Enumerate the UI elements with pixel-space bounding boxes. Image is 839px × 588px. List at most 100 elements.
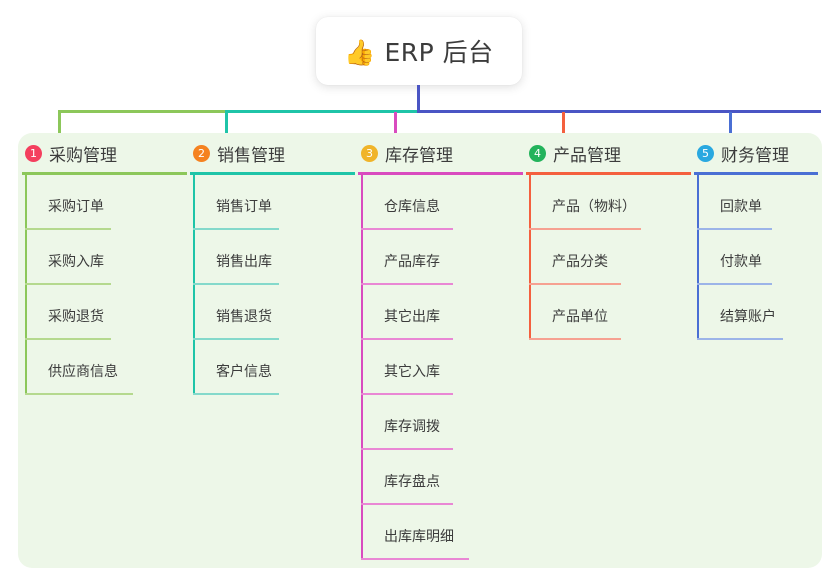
branch-item[interactable]: 回款单 <box>694 175 818 230</box>
branch-item-list: 产品（物料） 产品分类产品单位 <box>526 175 691 340</box>
branch-item[interactable]: 其它入库 <box>358 340 523 395</box>
branch-item-rule <box>529 338 621 340</box>
branch-header-4[interactable]: 4 产品管理 <box>526 140 691 166</box>
branch-header-rule <box>358 172 523 175</box>
branch-title: 销售管理 <box>217 145 285 166</box>
branch-item[interactable]: 产品库存 <box>358 230 523 285</box>
branch-item-label: 产品分类 <box>552 254 608 270</box>
branch-item-label: 销售退货 <box>216 309 272 325</box>
branch-item-label: 回款单 <box>720 199 762 215</box>
branch-item-label: 产品（物料） <box>552 199 636 215</box>
branch-number-badge: 5 <box>697 144 714 162</box>
branch-item-rule <box>25 283 111 285</box>
branch-number-badge: 2 <box>193 144 210 162</box>
root-title: ERP 后台 <box>384 38 494 67</box>
root-connector-stem <box>417 85 420 112</box>
branch-item-label: 销售订单 <box>216 199 272 215</box>
root-node[interactable]: 👍 ERP 后台 <box>316 17 522 85</box>
branch-item-label: 其它入库 <box>384 364 440 380</box>
branch-item-label: 采购入库 <box>48 254 104 270</box>
branch-item[interactable]: 库存调拨 <box>358 395 523 450</box>
branch-item[interactable]: 供应商信息 <box>22 340 187 395</box>
branch-header-5[interactable]: 5 财务管理 <box>694 140 818 166</box>
branch-column-4: 4 产品管理产品（物料） 产品分类产品单位 <box>526 140 691 340</box>
branch-item[interactable]: 仓库信息 <box>358 175 523 230</box>
branch-item[interactable]: 库存盘点 <box>358 450 523 505</box>
branch-item-rule <box>193 393 279 395</box>
branch-item-rule <box>697 283 772 285</box>
branch-item-label: 其它出库 <box>384 309 440 325</box>
branch-item-label: 采购订单 <box>48 199 104 215</box>
branch-item-label: 出库库明细 <box>384 529 454 545</box>
branch-title: 库存管理 <box>385 145 453 166</box>
connector-drop-5 <box>729 112 732 140</box>
branch-item[interactable]: 其它出库 <box>358 285 523 340</box>
branch-spine <box>193 175 195 395</box>
branch-header-rule <box>526 172 691 175</box>
branch-spine <box>529 175 531 340</box>
connector-drop-3 <box>394 112 397 140</box>
branch-header-2[interactable]: 2 销售管理 <box>190 140 355 166</box>
branch-header-3[interactable]: 3 库存管理 <box>358 140 523 166</box>
branch-item[interactable]: 销售退货 <box>190 285 355 340</box>
branch-item-rule <box>361 558 469 560</box>
bus-teal <box>225 110 420 113</box>
connector-drop-4 <box>562 112 565 140</box>
branch-item-label: 库存盘点 <box>384 474 440 490</box>
branch-item-rule <box>697 228 772 230</box>
branch-item-label: 仓库信息 <box>384 199 440 215</box>
branch-item-rule <box>361 393 453 395</box>
connector-drop-2 <box>225 112 228 140</box>
thumbs-up-icon: 👍 <box>344 37 376 67</box>
branch-column-1: 1 采购管理采购订单采购入库采购退货供应商信息 <box>22 140 187 395</box>
branch-item[interactable]: 结算账户 <box>694 285 818 340</box>
branch-number-badge: 3 <box>361 144 378 162</box>
branch-header-rule <box>190 172 355 175</box>
branch-item-rule <box>361 283 453 285</box>
branch-item[interactable]: 产品分类 <box>526 230 691 285</box>
branch-column-2: 2 销售管理销售订单销售出库销售退货客户信息 <box>190 140 355 395</box>
branch-item-rule <box>193 338 279 340</box>
branch-item[interactable]: 付款单 <box>694 230 818 285</box>
branch-item-list: 仓库信息产品库存其它出库其它入库库存调拨库存盘点出库库明细 <box>358 175 523 560</box>
branch-header-rule <box>22 172 187 175</box>
branch-item-label: 销售出库 <box>216 254 272 270</box>
branch-title: 产品管理 <box>553 145 621 166</box>
branch-number-badge: 1 <box>25 144 42 162</box>
bus-blue <box>417 110 821 113</box>
branch-item-rule <box>361 503 453 505</box>
branch-item[interactable]: 采购订单 <box>22 175 187 230</box>
branch-item-label: 产品单位 <box>552 309 608 325</box>
branch-item-label: 库存调拨 <box>384 419 440 435</box>
branch-item[interactable]: 销售订单 <box>190 175 355 230</box>
branch-column-5: 5 财务管理回款单付款单结算账户 <box>694 140 818 340</box>
branch-item-rule <box>25 228 111 230</box>
branch-item[interactable]: 出库库明细 <box>358 505 523 560</box>
branch-item-label: 产品库存 <box>384 254 440 270</box>
branch-item-rule <box>697 338 783 340</box>
branch-item-rule <box>193 228 279 230</box>
branch-item[interactable]: 采购退货 <box>22 285 187 340</box>
branch-item[interactable]: 销售出库 <box>190 230 355 285</box>
branch-item-rule <box>529 228 641 230</box>
branch-number-badge: 4 <box>529 144 546 162</box>
branch-title: 财务管理 <box>721 145 789 166</box>
branch-item-label: 结算账户 <box>720 309 776 325</box>
branch-item[interactable]: 客户信息 <box>190 340 355 395</box>
branch-title: 采购管理 <box>49 145 117 166</box>
branch-item[interactable]: 采购入库 <box>22 230 187 285</box>
branch-item-rule <box>193 283 279 285</box>
branch-item-list: 采购订单采购入库采购退货供应商信息 <box>22 175 187 395</box>
branch-item-label: 供应商信息 <box>48 364 118 380</box>
branch-item-rule <box>361 228 453 230</box>
branch-item-label: 采购退货 <box>48 309 104 325</box>
branch-item[interactable]: 产品（物料） <box>526 175 691 230</box>
branch-header-1[interactable]: 1 采购管理 <box>22 140 187 166</box>
branch-spine <box>25 175 27 395</box>
branch-item-list: 销售订单销售出库销售退货客户信息 <box>190 175 355 395</box>
branches-panel: 1 采购管理采购订单采购入库采购退货供应商信息 2 销售管理销售订单销售出库销售退货客… <box>18 133 822 568</box>
branch-column-3: 3 库存管理仓库信息产品库存其它出库其它入库库存调拨库存盘点出库库明细 <box>358 140 523 560</box>
branch-item[interactable]: 产品单位 <box>526 285 691 340</box>
branch-item-list: 回款单付款单结算账户 <box>694 175 818 340</box>
